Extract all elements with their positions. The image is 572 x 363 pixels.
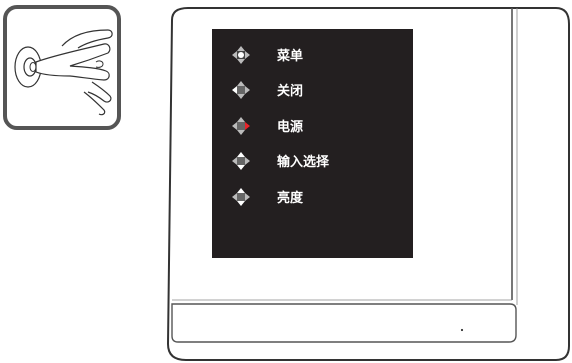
joystick-direction-icon bbox=[232, 117, 250, 135]
joystick-direction-icon bbox=[232, 46, 250, 64]
joystick-direction-icon bbox=[232, 81, 250, 99]
osd-menu-list: 菜单 关闭 电源 bbox=[232, 46, 330, 206]
osd-screen bbox=[212, 29, 413, 258]
finger-pressing-joystick-icon bbox=[3, 5, 121, 130]
menu-item-close: 关闭 bbox=[232, 81, 303, 99]
menu-item-menu: 菜单 bbox=[232, 46, 303, 64]
menu-item-label: 关闭 bbox=[277, 83, 303, 99]
menu-item-power: 电源 bbox=[232, 117, 303, 135]
joystick-direction-icon bbox=[232, 188, 250, 206]
menu-item-label: 电源 bbox=[277, 119, 303, 135]
menu-item-label: 亮度 bbox=[277, 190, 304, 206]
joystick-direction-icon bbox=[232, 152, 250, 170]
menu-item-input-select: 输入选择 bbox=[232, 152, 330, 170]
menu-item-label: 菜单 bbox=[276, 48, 303, 64]
menu-item-label: 输入选择 bbox=[277, 154, 330, 170]
menu-item-brightness: 亮度 bbox=[232, 188, 304, 206]
